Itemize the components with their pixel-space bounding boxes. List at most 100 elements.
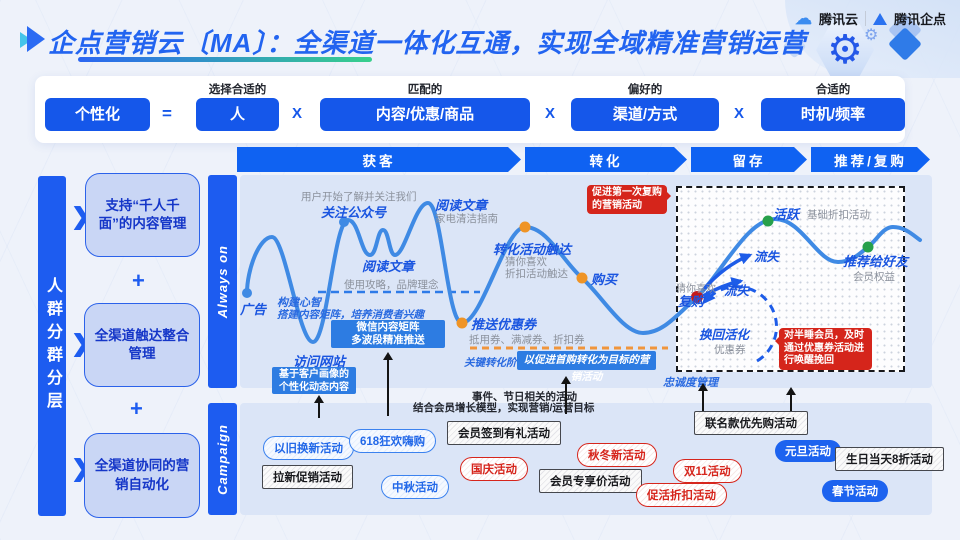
label-read-article-top-sub: 家电清洁指南: [435, 213, 498, 225]
coupon-dot: [456, 317, 468, 329]
gear-icon: ⚙: [827, 28, 863, 72]
funnel-stage-referral: 推荐/复购: [811, 147, 930, 172]
label-read-article-top: 阅读文章: [435, 198, 488, 213]
label-churn-2: 流失: [724, 284, 750, 298]
label-buy: 购买: [591, 272, 618, 287]
campaign-badge: 元旦活动: [775, 440, 841, 462]
term-box-content: 内容/优惠/商品: [320, 98, 530, 131]
campaign-badge: 秋冬新活动: [577, 443, 657, 467]
label-read-article-mid: 阅读文章: [362, 259, 415, 274]
ad-dot: [242, 288, 252, 298]
journey-curve: [242, 200, 922, 363]
term-hint: 匹配的: [407, 84, 443, 96]
audience-segment-bar: 人群分群分层: [38, 176, 66, 516]
wechat-matrix-box: 微信内容矩阵 多波段精准推送: [331, 320, 445, 348]
repurchase-dot: [691, 291, 703, 303]
formula-result: 个性化: [45, 98, 150, 131]
label-coupon-push-sub: 抵用券、满减券、折扣券: [469, 334, 585, 346]
up-arrow-connector: [314, 395, 324, 418]
note-member-model: 结合会员增长模型，实现营销/运营目标: [413, 402, 595, 414]
label-mindset-sub: 搭建内容矩阵，培养消费者兴趣: [277, 309, 424, 321]
callout-line: 促进第一次复购: [592, 187, 662, 198]
label-coupon-push: 推送优惠券: [471, 317, 537, 332]
label-mindset: 构建心智: [277, 297, 321, 309]
term-box-timing: 时机/频率: [761, 98, 905, 131]
term-hint: 选择合适的: [208, 84, 267, 96]
qidian-icon: [872, 12, 887, 25]
campaign-badge: 联名款优先购活动: [694, 411, 808, 435]
reactivation-dashed-circle: [703, 285, 778, 363]
churn-arrow-1: [701, 253, 753, 292]
term-hint: 偏好的: [627, 84, 663, 96]
campaign-badge: 国庆活动: [460, 457, 528, 481]
up-arrow-connector: [561, 376, 571, 414]
brand-divider: [864, 11, 866, 26]
buy-dot: [576, 272, 588, 284]
convert-dot: [519, 221, 531, 233]
label-ad: 广告: [240, 302, 267, 317]
label-loyalty-mgmt: 忠诚度管理: [663, 377, 718, 389]
equals-sign: =: [162, 104, 172, 123]
page-title: 企点营销云〔MA〕：全渠道一体化互通，实现全域精准营销运营: [48, 28, 807, 58]
dormant-members-callout: 对半睡会员，及时 通过优惠券活动进 行唤醒挽回: [775, 328, 872, 370]
label-churn-1: 流失: [754, 250, 780, 264]
callout-line: 通过优惠券活动进: [784, 342, 864, 354]
lane-always-on: Always on: [208, 175, 237, 388]
term-hint: 合适的: [815, 84, 851, 96]
up-arrow-connector: [786, 387, 796, 411]
callout-line: 对半睡会员，及时: [784, 330, 864, 341]
campaign-badge: 会员专享价活动: [539, 469, 642, 493]
label-active: 活跃: [773, 207, 800, 222]
label-visit-site: 访问网站: [293, 354, 346, 369]
title-underline: [78, 57, 372, 62]
hexagon-decoration: ⚙: [816, 23, 874, 77]
persona-line1: 基于客户画像的: [279, 369, 349, 380]
lane-campaign: Campaign: [208, 403, 237, 515]
label-key-stage: 关键转化阶段: [464, 357, 527, 369]
term-box-channel: 渠道/方式: [571, 98, 719, 131]
funnel-stage-conversion: 转化: [525, 147, 687, 172]
label-active-sub: 基础折扣活动: [807, 209, 870, 221]
label-repurchase-hint: 猜你喜欢: [676, 284, 716, 295]
label-convert-touch: 转化活动触达: [493, 242, 572, 257]
label-reactivate-sub: 优惠券: [714, 344, 746, 356]
funnel-stage-retention: 留存: [691, 147, 807, 172]
campaign-badge: 中秋活动: [381, 475, 449, 499]
up-arrow-connector: [383, 352, 393, 416]
plus-sign: +: [132, 268, 145, 293]
brand-bar: ☁ 腾讯云 腾讯企点: [795, 9, 946, 28]
tencent-cloud-icon: ☁: [794, 9, 812, 28]
times-sign: X: [545, 105, 556, 122]
recommend-dot: [862, 241, 874, 253]
campaign-badge: 促活折扣活动: [636, 483, 727, 507]
campaign-badge: 拉新促销活动: [262, 465, 353, 489]
brand-qidian: 腾讯企点: [893, 12, 946, 27]
persona-content-box: 基于客户画像的 个性化动态内容: [272, 367, 356, 394]
campaign-badge: 以旧换新活动: [263, 436, 354, 460]
campaign-badge: 会员签到有礼活动: [447, 421, 561, 445]
label-repurchase: 复购: [678, 294, 705, 309]
follow-dot: [339, 217, 349, 227]
campaign-badge: 618狂欢嗨购: [349, 429, 437, 453]
campaign-badge: 春节活动: [822, 480, 888, 502]
campaign-badge: 双11活动: [673, 459, 742, 483]
times-sign: X: [734, 105, 745, 122]
play-triangle-big: [27, 26, 45, 52]
brand-tencent-cloud: 腾讯云: [818, 12, 858, 27]
times-sign: X: [292, 105, 303, 122]
callout-pointer: [770, 336, 780, 346]
key-stage-box: 以促进首购转化为目标的营销活动: [517, 351, 656, 383]
callout-line: 的营销活动: [592, 199, 642, 211]
label-recommend-sub: 会员权益: [853, 271, 895, 283]
label-follow-note: 用户开始了解并关注我们: [301, 191, 417, 203]
capability-omnichannel-reach: 全渠道触达整合管理: [84, 303, 200, 387]
capability-content-mgmt: 支持“千人千面”的内容管理: [85, 173, 200, 257]
campaign-badge: 生日当天8折活动: [835, 447, 944, 471]
active-dot: [762, 215, 774, 227]
plus-sign: +: [130, 396, 143, 421]
callout-line: 行唤醒挽回: [784, 355, 834, 366]
callout-pointer: [666, 191, 676, 201]
audience-segment-label: 人群分群分层: [44, 277, 61, 415]
label-recommend: 推荐给好友: [843, 254, 909, 269]
